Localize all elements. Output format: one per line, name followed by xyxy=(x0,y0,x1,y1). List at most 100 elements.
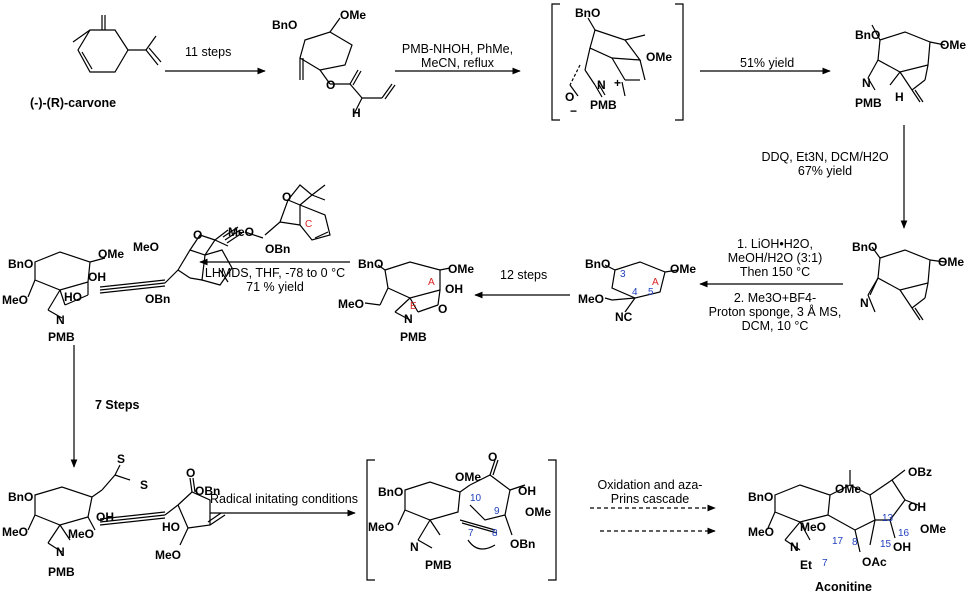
carbon-number-9: 9 xyxy=(494,506,500,517)
bno-label: BnO xyxy=(378,485,404,499)
ome-label: OMe xyxy=(940,38,967,52)
negative-charge: − xyxy=(570,104,578,118)
aconitine-structure xyxy=(767,469,919,553)
condition-me3o-2: Proton sponge, 3 Å MS, xyxy=(708,305,842,319)
oac-label: OAc xyxy=(862,555,887,569)
carbon-number-3: 3 xyxy=(620,269,626,280)
bno-label: BnO xyxy=(272,18,298,32)
ome-label: OMe xyxy=(98,247,125,261)
pmb-label: PMB xyxy=(425,558,452,572)
s-label: S xyxy=(117,452,126,466)
condition-me3o-1: 2. Me3O+BF4- xyxy=(733,291,817,305)
bno-label: BnO xyxy=(585,257,611,271)
carbon-number-8: 8 xyxy=(852,537,858,548)
carbon-number-5: 5 xyxy=(648,287,654,298)
oh-label: OH xyxy=(96,510,114,524)
carvone-structure xyxy=(72,15,162,73)
condition-lioh-2: MeOH/H2O (3:1) xyxy=(727,251,823,265)
meo-label: MeO xyxy=(368,520,395,534)
obn-label: OBn xyxy=(265,242,291,256)
n-label: N xyxy=(56,545,65,559)
oh-label: OH xyxy=(518,484,536,498)
obn-label: OBn xyxy=(145,292,171,306)
nc-label: NC xyxy=(615,310,633,324)
bracket-right-2 xyxy=(548,459,557,581)
ho-label: HO xyxy=(64,290,82,304)
isoxazolidine-structure xyxy=(867,24,946,103)
o-label: O xyxy=(565,90,575,104)
o-label: O xyxy=(186,466,196,480)
carbon-number-4: 4 xyxy=(632,287,638,298)
bracket-right-1 xyxy=(675,3,684,121)
cage-ketone-structure xyxy=(364,261,451,321)
s-label: S xyxy=(140,478,149,492)
ome-label: OMe xyxy=(938,255,965,269)
meo-label: MeO xyxy=(2,525,29,539)
obn-label: OBn xyxy=(195,484,221,498)
condition-radical: Radical initating conditions xyxy=(210,492,359,506)
n-label: N xyxy=(597,78,606,92)
meo-label: MeO xyxy=(155,548,182,562)
radical-intermediate-structure xyxy=(397,459,526,550)
condition-ddq-1: DDQ, Et3N, DCM/H2O xyxy=(761,150,889,164)
ome-label: OMe xyxy=(340,8,367,22)
condition-lhmds-1: LHMDS, THF, -78 to 0 °C xyxy=(204,266,346,280)
n-label: N xyxy=(410,540,419,554)
o-label: O xyxy=(193,228,203,242)
coupled-product-structure xyxy=(27,229,233,319)
obn-label: OBn xyxy=(510,537,536,551)
ring-label-a: A xyxy=(652,277,659,288)
condition-lhmds-2: 71 % yield xyxy=(246,280,304,294)
bno-label: BnO xyxy=(575,6,601,20)
o-label: O xyxy=(488,450,498,464)
ome-label: OMe xyxy=(525,505,552,519)
isoxazoline-structure xyxy=(867,246,946,321)
xanthate-structure xyxy=(27,464,226,553)
n-label: N xyxy=(404,312,413,326)
ring-label-c: C xyxy=(305,219,313,230)
nitrile-structure xyxy=(604,261,679,313)
o-label: O xyxy=(326,78,336,92)
condition-ddq-2: 67% yield xyxy=(797,164,853,178)
ome-label: OMe xyxy=(646,50,673,64)
carbon-number-7: 7 xyxy=(822,558,828,569)
condition-nitrone-1: PMB-NHOH, PhMe, xyxy=(401,42,514,56)
meo-label: MeO xyxy=(748,525,775,539)
pmb-label: PMB xyxy=(590,98,617,112)
ring-label-e: E xyxy=(410,301,417,312)
ome-label: OMe xyxy=(455,470,482,484)
ome-label: OMe xyxy=(920,522,947,536)
carbon-number-10: 10 xyxy=(470,493,482,504)
condition-12-steps: 12 steps xyxy=(500,268,548,282)
bno-label: BnO xyxy=(8,257,34,271)
pmb-label: PMB xyxy=(855,96,882,110)
h-label: H xyxy=(895,90,904,104)
bno-label: BnO xyxy=(358,257,384,271)
n-label: N xyxy=(862,76,871,90)
ho-label: HO xyxy=(162,520,180,534)
condition-lioh-1: 1. LiOH•H2O, xyxy=(737,237,813,251)
condition-lioh-3: Then 150 °C xyxy=(739,265,811,279)
meo-label: MeO xyxy=(800,520,827,534)
et-label: Et xyxy=(800,558,812,572)
condition-7-steps: 7 Steps xyxy=(95,398,140,412)
n-label: N xyxy=(790,540,799,554)
meo-label: MeO xyxy=(2,293,29,307)
carbon-number-17: 17 xyxy=(832,536,844,547)
oh-label: OH xyxy=(908,500,926,514)
condition-oxidation-1: Oxidation and aza- xyxy=(597,478,703,492)
n-label: N xyxy=(56,313,65,327)
condition-yield-51: 51% yield xyxy=(740,56,795,70)
bno-label: BnO xyxy=(748,490,774,504)
meo-label: MeO xyxy=(228,225,255,239)
pmb-label: PMB xyxy=(400,330,427,344)
h-label: H xyxy=(352,106,361,120)
ome-label: OMe xyxy=(835,482,862,496)
meo-label: MeO xyxy=(338,297,365,311)
condition-11-steps: 11 steps xyxy=(185,45,232,59)
oh-label: OH xyxy=(88,270,106,284)
bno-label: BnO xyxy=(8,490,34,504)
pmb-label: PMB xyxy=(48,330,75,344)
